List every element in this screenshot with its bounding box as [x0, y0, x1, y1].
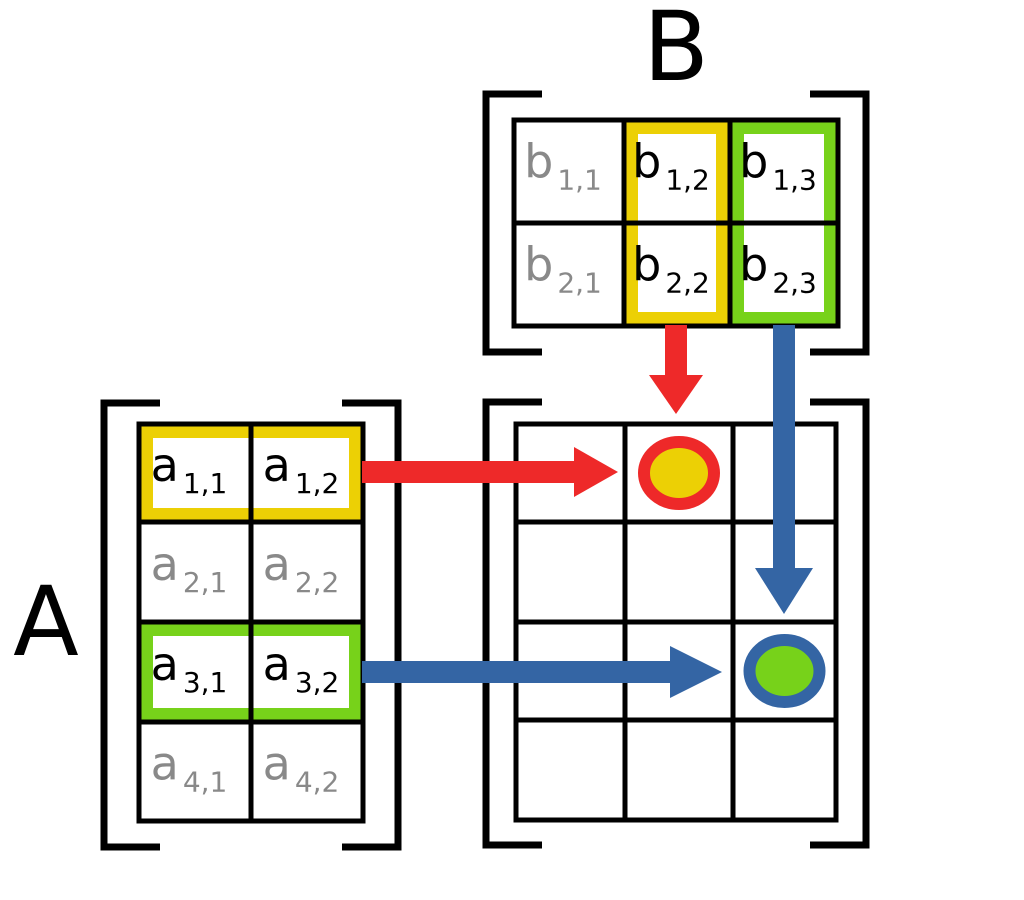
- entry-b-2-1-subscript: 2,1: [557, 267, 602, 300]
- entry-b-1-2-subscript: 1,2: [665, 164, 710, 197]
- entry-a-3-2-base: a: [263, 637, 291, 691]
- entry-a-2-2-subscript: 2,2: [295, 566, 340, 599]
- matrix-a-grid: [136, 421, 366, 824]
- entry-a-1-1-subscript: 1,1: [183, 467, 228, 500]
- entry-a-1-1-base: a: [151, 438, 179, 492]
- blue-arrow-col-3: [755, 325, 813, 614]
- entry-a-1-2-base: a: [263, 438, 291, 492]
- entry-b-2-2-subscript: 2,2: [665, 267, 710, 300]
- entry-b-1-1-base: b: [524, 135, 553, 189]
- entry-a-4-1-base: a: [151, 737, 179, 791]
- entry-a-4-2-base: a: [263, 737, 291, 791]
- entry-b-2-3-base: b: [739, 238, 768, 292]
- entry-a-2-2-base: a: [263, 537, 291, 591]
- entry-b-1-2-base: b: [632, 135, 661, 189]
- entry-a-3-1-base: a: [151, 637, 179, 691]
- result-matrix-grid: [513, 421, 839, 823]
- entry-b-2-1-base: b: [524, 238, 553, 292]
- entry-a-3-2-subscript: 3,2: [295, 666, 340, 699]
- red-arrow-row-1: [362, 447, 618, 497]
- entry-a-2-1-base: a: [151, 537, 179, 591]
- blue-arrow-row-3: [362, 646, 722, 698]
- result-cell-1-2-marker: [638, 436, 720, 510]
- entry-a-2-1-subscript: 2,1: [183, 566, 228, 599]
- entry-a-4-1-subscript: 4,1: [183, 766, 228, 799]
- matrix-b-name: B: [643, 0, 709, 103]
- entry-b-1-1-subscript: 1,1: [557, 164, 602, 197]
- grid-border: [136, 421, 366, 824]
- matrix-b-brackets: [482, 90, 870, 356]
- matrix-a-brackets: [100, 399, 402, 851]
- entry-a-1-2-subscript: 1,2: [295, 467, 340, 500]
- matrix-a-name: A: [13, 566, 79, 678]
- red-arrow-col-2: [649, 325, 703, 414]
- result-brackets: [482, 398, 870, 849]
- grid-border: [513, 421, 839, 823]
- entry-a-4-2-subscript: 4,2: [295, 766, 340, 799]
- result-cell-3-3-marker: [743, 634, 826, 708]
- entry-b-1-3-subscript: 1,3: [772, 164, 817, 197]
- entry-b-2-3-subscript: 2,3: [772, 267, 817, 300]
- entry-b-1-3-base: b: [739, 135, 768, 189]
- entry-a-3-1-subscript: 3,1: [183, 666, 228, 699]
- entry-b-2-2-base: b: [632, 238, 661, 292]
- result-marked-cells: [638, 436, 826, 708]
